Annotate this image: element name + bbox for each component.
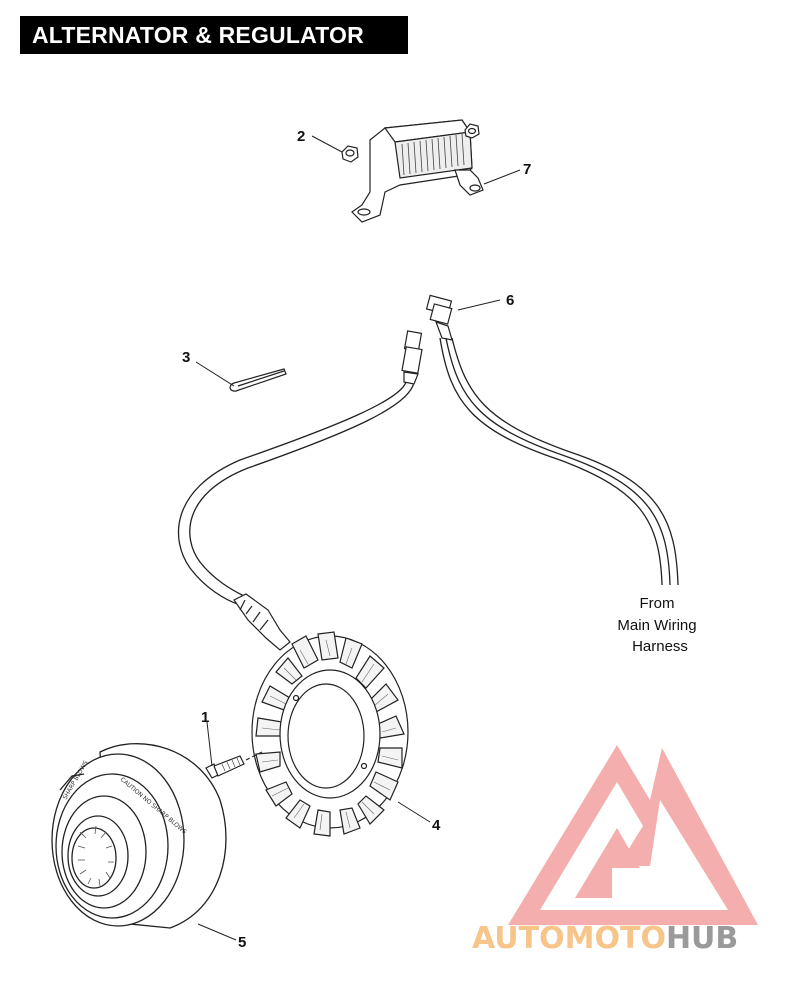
rotor bbox=[51, 743, 227, 929]
harness-note-line1: From bbox=[640, 595, 675, 612]
callout-1: 1 bbox=[201, 709, 209, 726]
callout-4: 4 bbox=[432, 817, 441, 834]
stator-plug bbox=[401, 330, 423, 385]
stator-cable bbox=[177, 381, 415, 606]
cotter-pin bbox=[229, 368, 287, 392]
cable-grommet bbox=[233, 593, 291, 651]
watermark-hub: HUB bbox=[666, 921, 738, 956]
hex-nut bbox=[341, 123, 480, 163]
callout-5: 5 bbox=[238, 934, 246, 951]
voltage-regulator bbox=[351, 119, 484, 223]
leader-lines bbox=[195, 135, 521, 941]
stator bbox=[251, 631, 409, 837]
harness-note-line3: Harness bbox=[632, 638, 688, 655]
callout-2: 2 bbox=[297, 128, 305, 145]
callout-3: 3 bbox=[182, 349, 190, 366]
harness-wires bbox=[439, 337, 679, 586]
callout-6: 6 bbox=[506, 292, 514, 309]
harness-note-line2: Main Wiring bbox=[617, 617, 696, 634]
watermark-logo bbox=[508, 745, 758, 925]
mounting-screw bbox=[205, 751, 263, 779]
watermark-text: AUTOMOTOHUB bbox=[472, 921, 738, 956]
page-title: ALTERNATOR & REGULATOR bbox=[20, 16, 408, 54]
harness-connector bbox=[425, 294, 453, 341]
watermark-auto: AUTOMOTO bbox=[472, 921, 666, 956]
callout-7: 7 bbox=[523, 161, 531, 178]
